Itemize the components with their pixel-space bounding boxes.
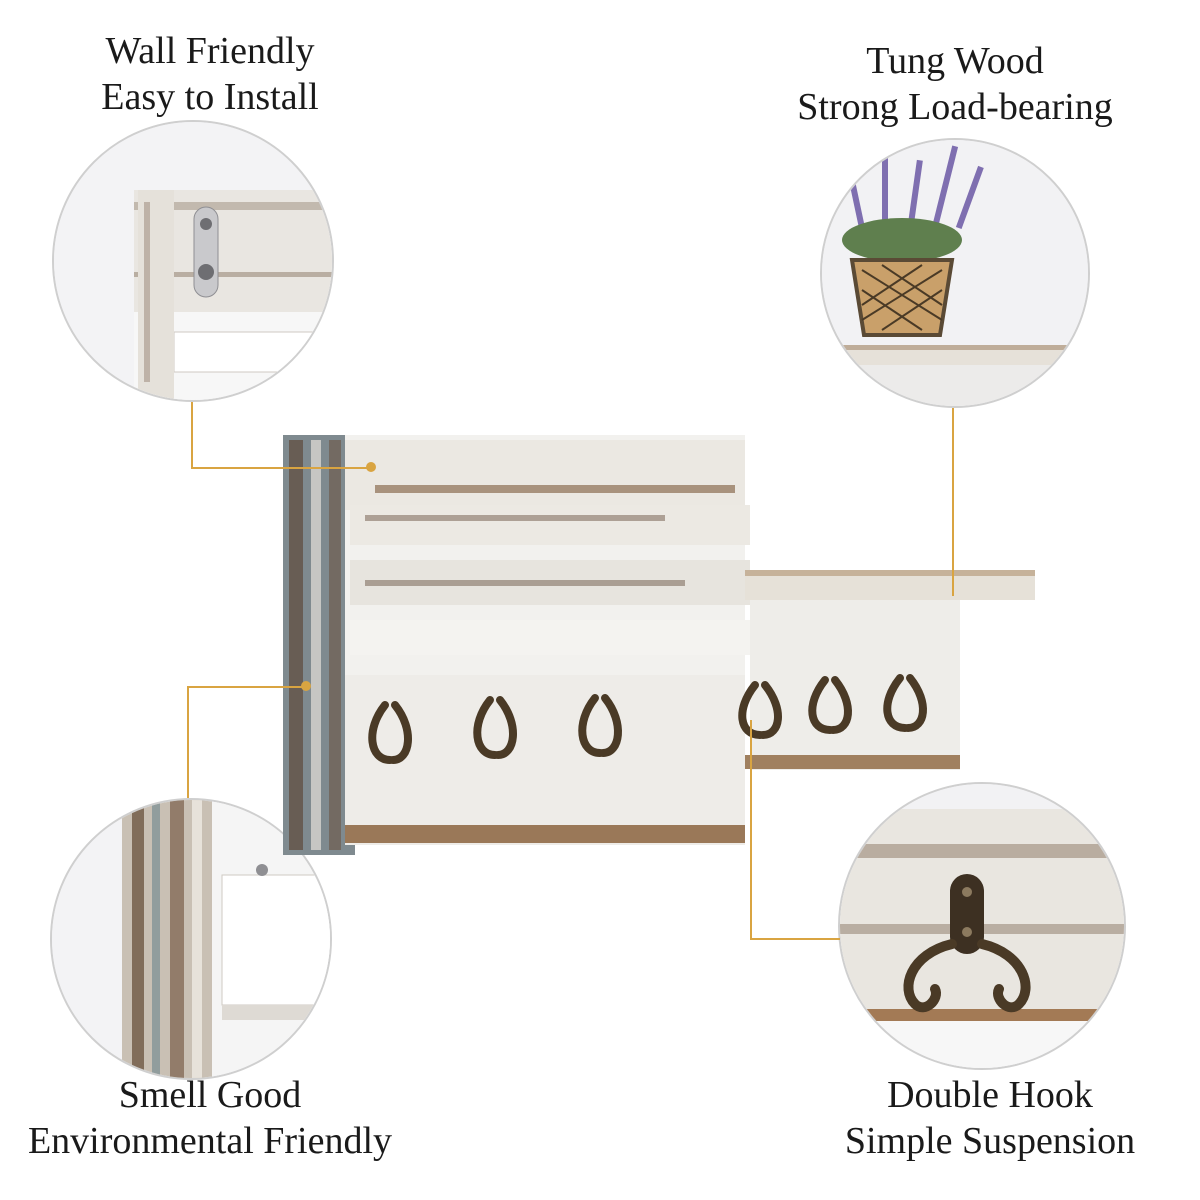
leader-line-top-left [191, 467, 371, 469]
caption-line: Strong Load-bearing [797, 86, 1113, 128]
caption-line: Smell Good [118, 1074, 302, 1116]
leader-line-bottom-left [187, 686, 189, 798]
shelf-plant-illustration [822, 140, 1088, 406]
leader-line-bottom-right [750, 938, 840, 940]
double-hook-illustration [840, 784, 1124, 1068]
caption-tung-wood: Tung Wood Strong Load-bearing [770, 38, 1140, 130]
detail-circle-wall-mount [52, 120, 334, 402]
caption-wall-friendly: Wall Friendly Easy to Install [60, 28, 360, 120]
caption-line: Environmental Friendly [27, 1120, 393, 1162]
leader-line-bottom-right [750, 720, 752, 940]
detail-circle-shelf-load [820, 138, 1090, 408]
caption-line: Wall Friendly [105, 30, 315, 72]
leader-line-bottom-left [187, 686, 307, 688]
leader-dot [366, 462, 376, 472]
leader-dot [301, 681, 311, 691]
leader-line-top-right [952, 408, 954, 596]
product-illustration [283, 435, 1035, 855]
caption-line: Tung Wood [866, 40, 1044, 82]
caption-smell-good: Smell Good Environmental Friendly [0, 1072, 420, 1164]
detail-circle-double-hook [838, 782, 1126, 1070]
caption-line: Simple Suspension [844, 1120, 1136, 1162]
product-wall-organizer [275, 430, 1035, 860]
hook-icon [903, 874, 1031, 1013]
leader-line-top-left [191, 402, 193, 467]
caption-line: Double Hook [887, 1074, 1093, 1116]
caption-line: Easy to Install [101, 76, 319, 118]
caption-double-hook: Double Hook Simple Suspension [810, 1072, 1170, 1164]
wall-mount-illustration [54, 122, 332, 400]
